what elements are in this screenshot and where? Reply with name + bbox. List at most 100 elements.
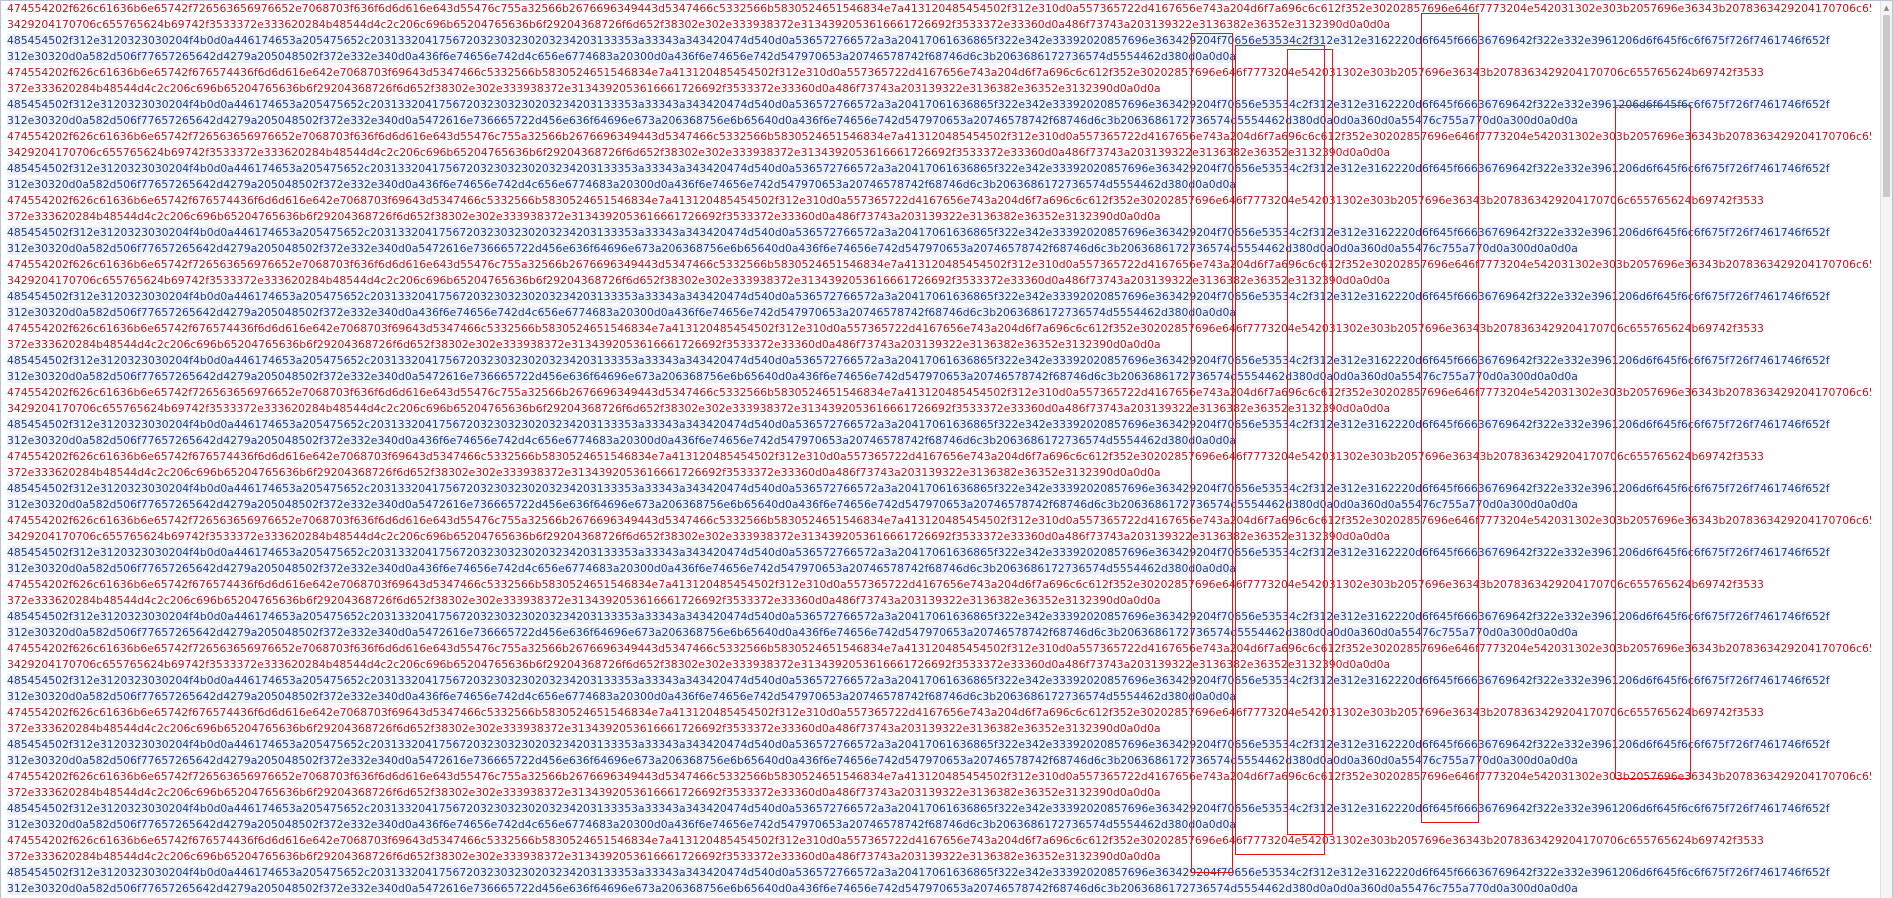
hex-line-text: 3429204170706c655765624b69742f3533372e33… [7,658,1391,671]
hex-line-text: 372e333620284b48544d4c2c206c696b65204765… [7,594,1161,607]
hex-line: 485454502f312e3120323030204f4b0d0a446174… [7,353,1871,369]
hex-line-text: 312e30320d0a582d506f77657265642d4279a205… [7,882,1578,895]
hex-line-text: 312e30320d0a582d506f77657265642d4279a205… [7,50,1236,63]
hex-line: 372e333620284b48544d4c2c206c696b65204765… [7,465,1871,481]
hex-line: 485454502f312e3120323030204f4b0d0a446174… [7,417,1871,433]
hex-line-text: 474554202f626c61636b6e65742f726563656976… [7,642,1871,655]
hex-line: 474554202f626c61636b6e65742f676574436f6d… [7,321,1871,337]
hex-line-text: 3429204170706c655765624b69742f3533372e33… [7,402,1391,415]
hex-line: 485454502f312e3120323030204f4b0d0a446174… [7,865,1871,881]
hex-line-text: 474554202f626c61636b6e65742f726563656976… [7,130,1871,143]
hex-line-text: 312e30320d0a582d506f77657265642d4279a205… [7,434,1236,447]
hex-line: 312e30320d0a582d506f77657265642d4279a205… [7,689,1871,705]
hex-line-text: 372e333620284b48544d4c2c206c696b65204765… [7,82,1161,95]
hex-line: 485454502f312e3120323030204f4b0d0a446174… [7,737,1871,753]
hex-line: 372e333620284b48544d4c2c206c696b65204765… [7,785,1871,801]
hex-line: 485454502f312e3120323030204f4b0d0a446174… [7,673,1871,689]
hex-line-text: 485454502f312e3120323030204f4b0d0a446174… [7,546,1830,559]
hex-line: 3429204170706c655765624b69742f3533372e33… [7,657,1871,673]
hex-line-text: 372e333620284b48544d4c2c206c696b65204765… [7,338,1161,351]
hex-line-text: 474554202f626c61636b6e65742f676574436f6d… [7,450,1764,463]
hex-line-text: 372e333620284b48544d4c2c206c696b65204765… [7,722,1161,735]
hex-line: 312e30320d0a582d506f77657265642d4279a205… [7,305,1871,321]
hex-line: 312e30320d0a582d506f77657265642d4279a205… [7,881,1871,897]
hex-line: 485454502f312e3120323030204f4b0d0a446174… [7,609,1871,625]
hex-line: 3429204170706c655765624b69742f3533372e33… [7,529,1871,545]
hex-line: 312e30320d0a582d506f77657265642d4279a205… [7,625,1871,641]
hex-line: 372e333620284b48544d4c2c206c696b65204765… [7,81,1871,97]
hex-line: 312e30320d0a582d506f77657265642d4279a205… [7,433,1871,449]
hex-line: 485454502f312e3120323030204f4b0d0a446174… [7,289,1871,305]
hex-line: 312e30320d0a582d506f77657265642d4279a205… [7,497,1871,513]
hex-line-text: 312e30320d0a582d506f77657265642d4279a205… [7,114,1578,127]
hex-line-text: 485454502f312e3120323030204f4b0d0a446174… [7,866,1830,879]
hex-line: 372e333620284b48544d4c2c206c696b65204765… [7,209,1871,225]
hex-line: 485454502f312e3120323030204f4b0d0a446174… [7,801,1871,817]
hex-line-text: 474554202f626c61636b6e65742f676574436f6d… [7,706,1764,719]
hex-line: 312e30320d0a582d506f77657265642d4279a205… [7,753,1871,769]
hex-line-text: 3429204170706c655765624b69742f3533372e33… [7,146,1391,159]
hex-line: 485454502f312e3120323030204f4b0d0a446174… [7,33,1871,49]
hex-line: 312e30320d0a582d506f77657265642d4279a205… [7,817,1871,833]
hex-line-text: 485454502f312e3120323030204f4b0d0a446174… [7,34,1830,47]
hex-line-text: 312e30320d0a582d506f77657265642d4279a205… [7,754,1578,767]
hex-line-text: 3429204170706c655765624b69742f3533372e33… [7,530,1391,543]
hex-line-text: 485454502f312e3120323030204f4b0d0a446174… [7,98,1830,111]
hex-line: 474554202f626c61636b6e65742f676574436f6d… [7,833,1871,849]
hex-line: 474554202f626c61636b6e65742f726563656976… [7,257,1871,273]
arrow-up-icon[interactable]: ▲ [1883,4,1890,12]
hex-line-text: 474554202f626c61636b6e65742f676574436f6d… [7,322,1764,335]
scrollbar-thumb[interactable] [1883,15,1890,197]
hex-line: 372e333620284b48544d4c2c206c696b65204765… [7,337,1871,353]
hex-line-text: 485454502f312e3120323030204f4b0d0a446174… [7,162,1830,175]
hex-line: 312e30320d0a582d506f77657265642d4279a205… [7,369,1871,385]
hex-line-text: 485454502f312e3120323030204f4b0d0a446174… [7,802,1830,815]
hex-line-text: 474554202f626c61636b6e65742f726563656976… [7,514,1871,527]
hex-line: 474554202f626c61636b6e65742f726563656976… [7,385,1871,401]
hex-line: 485454502f312e3120323030204f4b0d0a446174… [7,545,1871,561]
hex-line: 312e30320d0a582d506f77657265642d4279a205… [7,241,1871,257]
hex-line: 485454502f312e3120323030204f4b0d0a446174… [7,97,1871,113]
hex-line: 474554202f626c61636b6e65742f676574436f6d… [7,705,1871,721]
hex-line-text: 474554202f626c61636b6e65742f676574436f6d… [7,834,1764,847]
hex-line-text: 372e333620284b48544d4c2c206c696b65204765… [7,210,1161,223]
hex-line-text: 312e30320d0a582d506f77657265642d4279a205… [7,562,1236,575]
hex-line-text: 474554202f626c61636b6e65742f726563656976… [7,386,1871,399]
hex-line-text: 312e30320d0a582d506f77657265642d4279a205… [7,306,1236,319]
hex-line: 474554202f626c61636b6e65742f726563656976… [7,129,1871,145]
hex-line: 372e333620284b48544d4c2c206c696b65204765… [7,849,1871,865]
hex-line-text: 474554202f626c61636b6e65742f676574436f6d… [7,578,1764,591]
hex-line: 474554202f626c61636b6e65742f676574436f6d… [7,65,1871,81]
hex-line: 312e30320d0a582d506f77657265642d4279a205… [7,49,1871,65]
hex-line: 372e333620284b48544d4c2c206c696b65204765… [7,721,1871,737]
hex-line-text: 312e30320d0a582d506f77657265642d4279a205… [7,370,1578,383]
hex-line-text: 485454502f312e3120323030204f4b0d0a446174… [7,738,1830,751]
hex-line-text: 474554202f626c61636b6e65742f726563656976… [7,2,1871,15]
hex-line: 3429204170706c655765624b69742f3533372e33… [7,145,1871,161]
hex-line-text: 312e30320d0a582d506f77657265642d4279a205… [7,498,1578,511]
hex-line: 3429204170706c655765624b69742f3533372e33… [7,273,1871,289]
hex-line: 485454502f312e3120323030204f4b0d0a446174… [7,225,1871,241]
hex-line-text: 485454502f312e3120323030204f4b0d0a446174… [7,482,1830,495]
hex-line: 474554202f626c61636b6e65742f726563656976… [7,513,1871,529]
hex-line: 474554202f626c61636b6e65742f726563656976… [7,641,1871,657]
hex-line-text: 485454502f312e3120323030204f4b0d0a446174… [7,610,1830,623]
hex-line: 3429204170706c655765624b69742f3533372e33… [7,401,1871,417]
hex-text-area[interactable]: 474554202f626c61636b6e65742f726563656976… [7,1,1871,898]
hex-line-text: 485454502f312e3120323030204f4b0d0a446174… [7,226,1830,239]
hex-line-text: 474554202f626c61636b6e65742f726563656976… [7,258,1871,271]
hex-line-text: 312e30320d0a582d506f77657265642d4279a205… [7,690,1236,703]
hex-line-text: 474554202f626c61636b6e65742f676574436f6d… [7,194,1764,207]
hex-line: 474554202f626c61636b6e65742f676574436f6d… [7,577,1871,593]
hex-line-text: 474554202f626c61636b6e65742f726563656976… [7,770,1871,783]
hex-line-text: 3429204170706c655765624b69742f3533372e33… [7,18,1391,31]
hex-line-text: 312e30320d0a582d506f77657265642d4279a205… [7,818,1236,831]
hex-line-text: 312e30320d0a582d506f77657265642d4279a205… [7,242,1578,255]
hex-line: 474554202f626c61636b6e65742f676574436f6d… [7,449,1871,465]
hex-line: 474554202f626c61636b6e65742f726563656976… [7,1,1871,17]
vertical-scrollbar[interactable]: ▲ [1880,1,1892,898]
hex-line: 372e333620284b48544d4c2c206c696b65204765… [7,593,1871,609]
hex-line-text: 372e333620284b48544d4c2c206c696b65204765… [7,786,1161,799]
hex-line-text: 485454502f312e3120323030204f4b0d0a446174… [7,418,1830,431]
